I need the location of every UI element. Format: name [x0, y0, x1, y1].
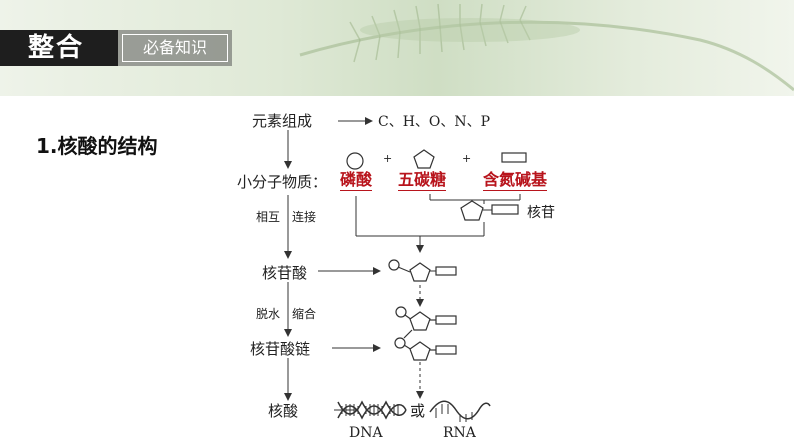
- phosphate-icon: [346, 152, 364, 170]
- step2-label-a: 脱水: [256, 307, 281, 321]
- plus-sign-1: +: [383, 152, 393, 165]
- phosphate-label: 磷酸: [340, 170, 373, 191]
- base-label: 含氮碱基: [483, 170, 548, 191]
- page-subtitle: 必备知识: [122, 34, 228, 62]
- grass-decoration: [299, 3, 794, 92]
- rna-label: RNA: [443, 425, 476, 441]
- section-heading: 1.核酸的结构: [36, 134, 158, 158]
- base-icon: [501, 152, 527, 163]
- title-bar: 整合 必备知识: [0, 30, 232, 66]
- nucleotide-icon: [388, 259, 457, 282]
- plus-sign-2: +: [462, 152, 472, 165]
- rna-strand-icon: [429, 400, 491, 422]
- nucleotide-chain-label: 核苷酸链: [250, 340, 311, 358]
- step2-label-b: 缩合: [292, 307, 317, 321]
- dna-label: DNA: [349, 425, 383, 441]
- nucleoside-label: 核苷: [527, 205, 555, 221]
- title-block: 整合: [0, 30, 118, 66]
- elements-label: 元素组成: [252, 112, 313, 130]
- nucleotide-label: 核苷酸: [262, 264, 308, 282]
- or-label: 或: [410, 402, 426, 420]
- pentose-icon: [413, 149, 435, 169]
- step1-label-a: 相互: [256, 210, 281, 224]
- elements-value: C、H、O、N、P: [378, 114, 491, 130]
- pentose-label: 五碳糖: [398, 170, 447, 191]
- page-title: 整合: [28, 33, 85, 63]
- nucleic-acid-label: 核酸: [268, 402, 299, 420]
- subtitle-block: 必备知识: [118, 30, 232, 66]
- step1-label-b: 连接: [292, 210, 317, 224]
- dna-helix-icon: [337, 400, 407, 420]
- small-molecules-label: 小分子物质：: [237, 173, 328, 191]
- nucleoside-icon: [460, 200, 519, 221]
- nucleotide-chain-icon: [394, 306, 457, 361]
